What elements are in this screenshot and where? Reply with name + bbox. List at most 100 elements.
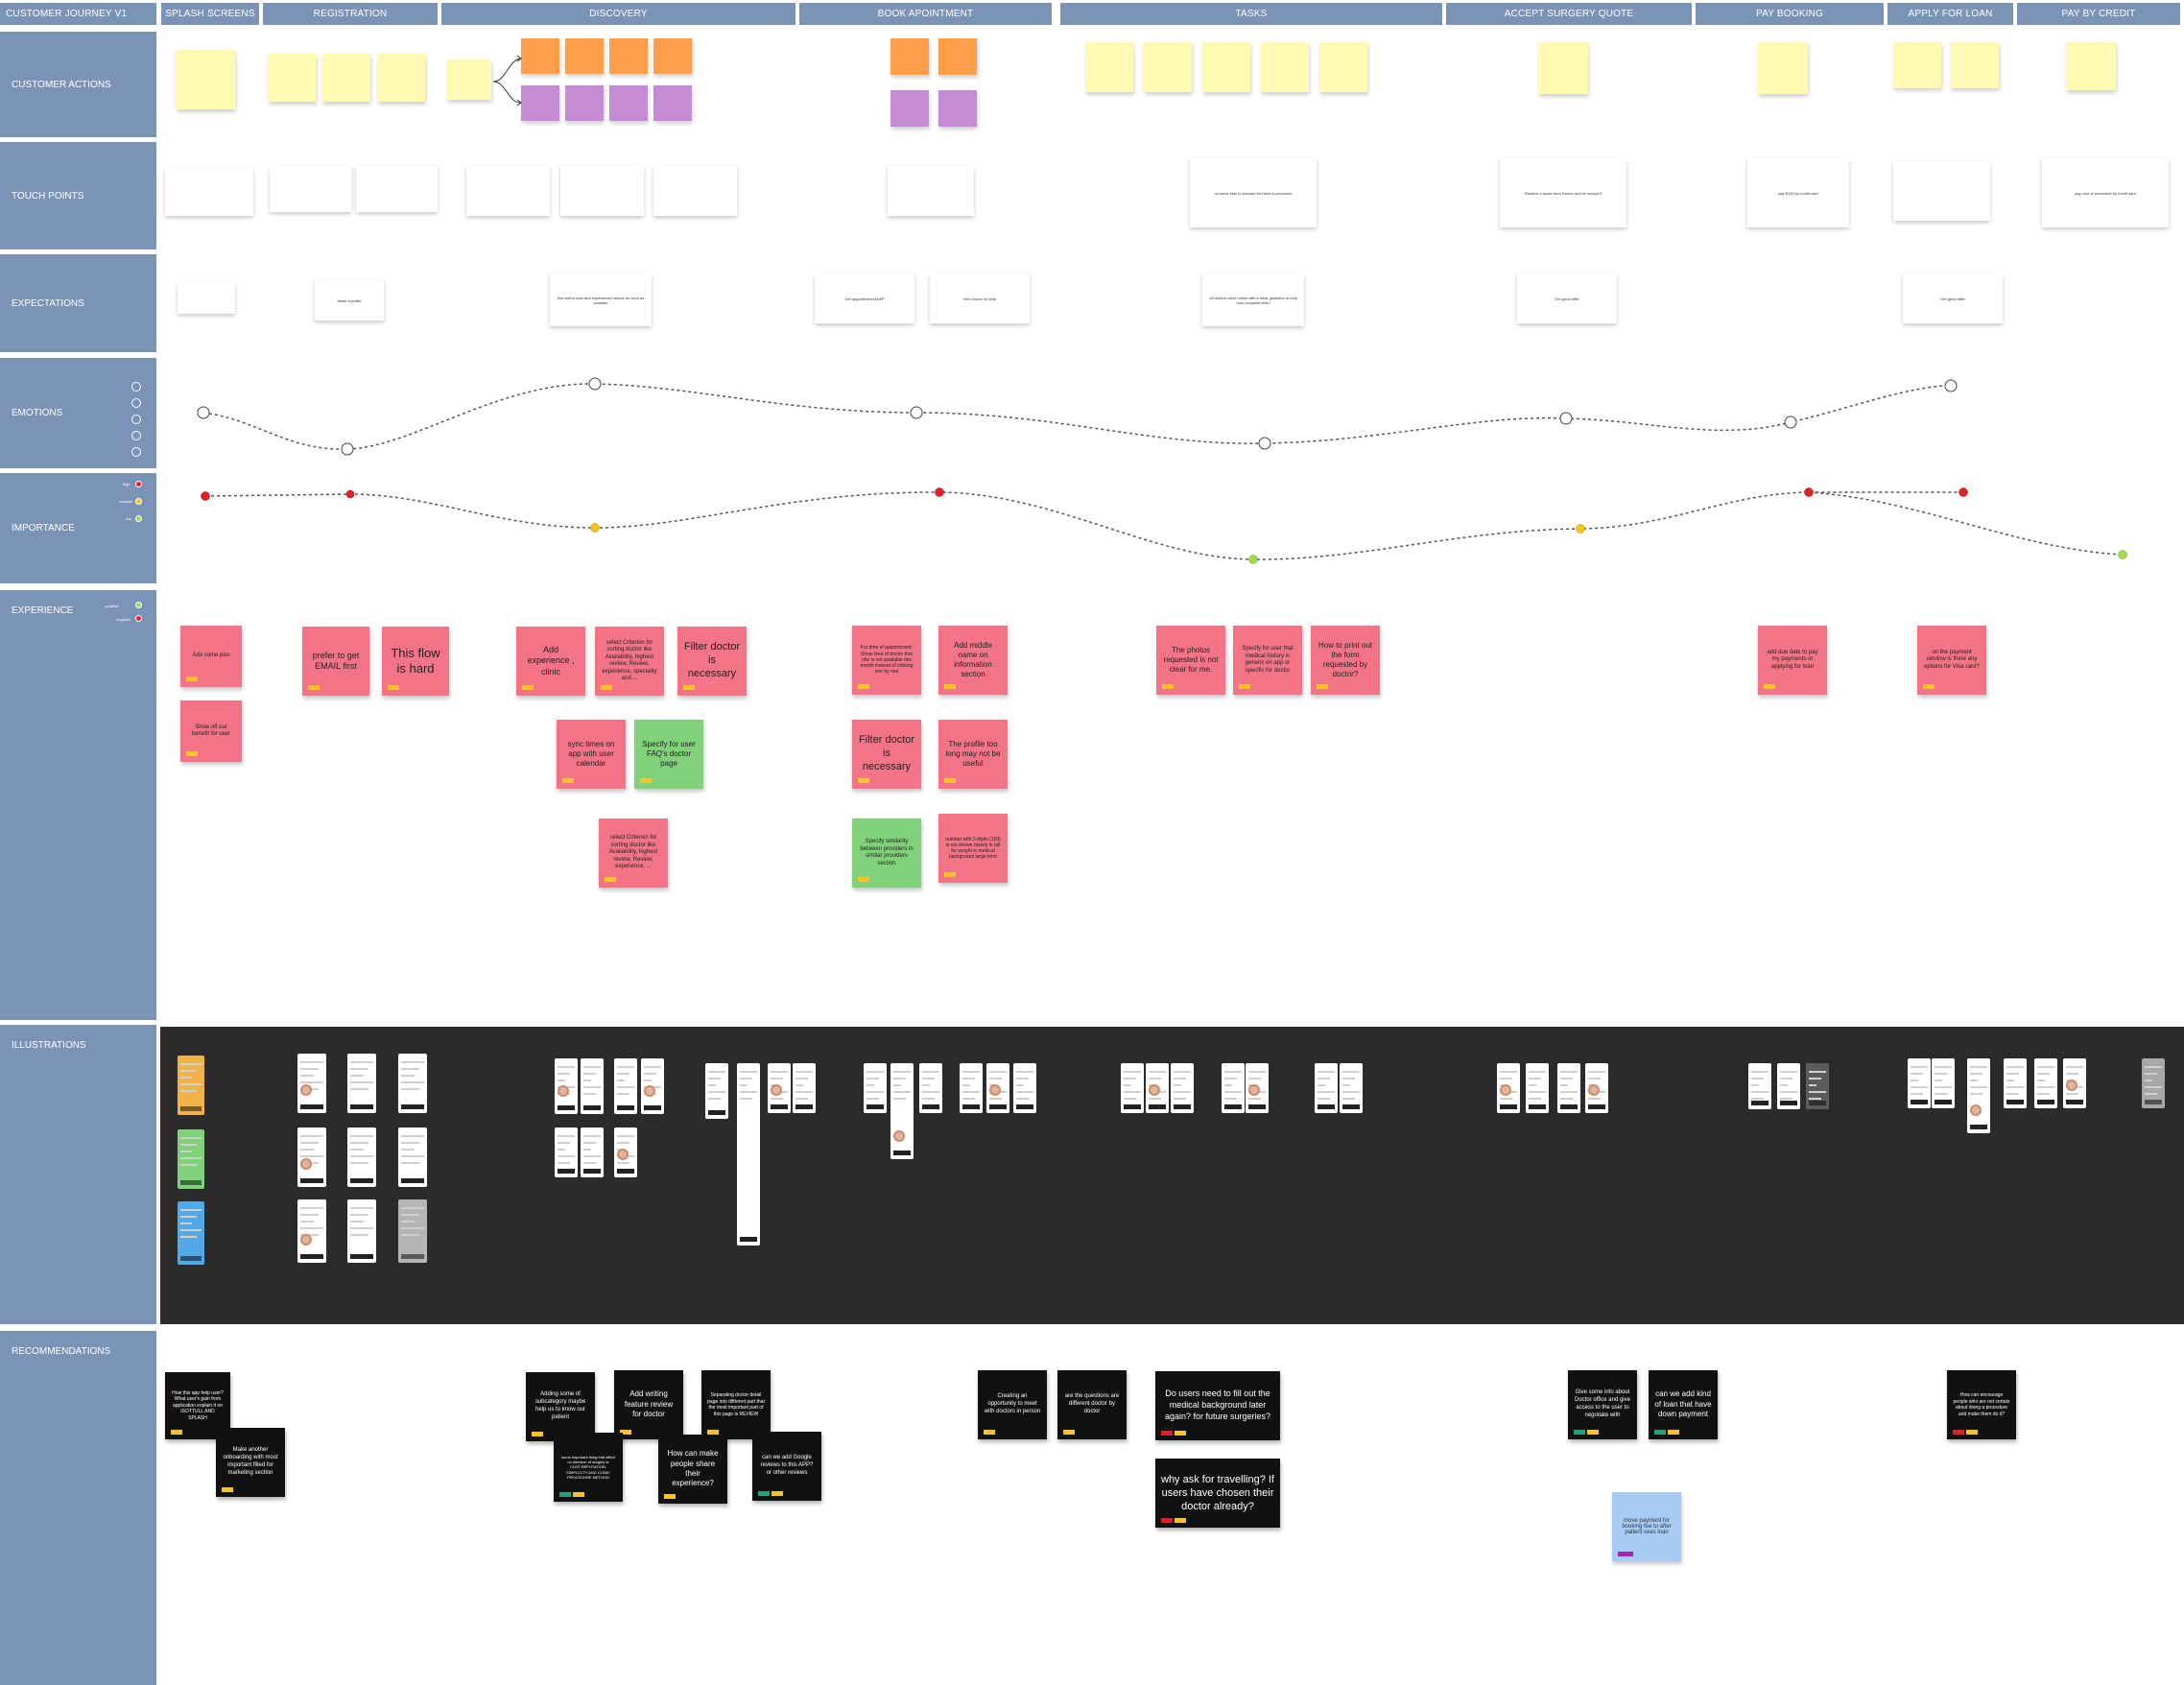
pain-point-sticky[interactable]: Show off our benefit for user xyxy=(180,700,242,762)
app-screenshot-thumbnail[interactable] xyxy=(1908,1058,1931,1108)
action-sticky[interactable] xyxy=(1261,42,1309,92)
recommendation-sticky[interactable]: can we add Google reviews to this APP? o… xyxy=(752,1432,821,1501)
action-sticky[interactable] xyxy=(609,38,648,74)
app-screenshot-thumbnail[interactable] xyxy=(178,1201,204,1265)
pain-point-sticky[interactable]: Filter doctor is necessary xyxy=(677,627,747,696)
app-screenshot-thumbnail[interactable] xyxy=(347,1054,376,1113)
app-screenshot-thumbnail[interactable] xyxy=(398,1199,427,1263)
app-screenshot-thumbnail[interactable] xyxy=(768,1063,791,1113)
app-screenshot-thumbnail[interactable] xyxy=(614,1127,637,1177)
recommendation-sticky-blue[interactable]: move payment for booking fee to after pa… xyxy=(1612,1492,1681,1561)
action-sticky[interactable] xyxy=(176,50,235,109)
action-sticky[interactable] xyxy=(565,38,604,74)
touch-point-pay-credit[interactable]: pay cost of procedure by credit card xyxy=(2042,158,2169,227)
expectation-discovery[interactable]: find well-known and experienced doctor a… xyxy=(550,273,652,326)
app-screenshot-thumbnail[interactable] xyxy=(1748,1063,1771,1109)
pain-point-sticky[interactable]: Add some pics xyxy=(180,626,242,687)
app-screenshot-thumbnail[interactable] xyxy=(1497,1063,1520,1113)
touch-point-card[interactable] xyxy=(270,166,351,212)
action-sticky[interactable] xyxy=(653,85,692,121)
app-screenshot-thumbnail[interactable] xyxy=(1932,1058,1955,1108)
recommendation-sticky[interactable]: Give some info about Doctor office and g… xyxy=(1568,1370,1637,1439)
app-screenshot-thumbnail[interactable] xyxy=(614,1058,637,1114)
pain-point-sticky[interactable]: prefer to get EMAIL first xyxy=(302,627,369,696)
recommendation-sticky[interactable]: How can encourage people who are not cer… xyxy=(1947,1370,2016,1439)
recommendation-sticky[interactable]: are the questions are different doctor b… xyxy=(1057,1370,1127,1439)
action-sticky[interactable] xyxy=(653,38,692,74)
pain-point-sticky[interactable]: select Criterion for sorting doctor like… xyxy=(595,627,664,696)
recommendation-sticky[interactable]: Add writing feature review for doctor xyxy=(614,1370,683,1439)
app-screenshot-thumbnail[interactable] xyxy=(297,1054,326,1113)
action-sticky[interactable] xyxy=(890,38,929,75)
pain-point-sticky[interactable]: Add middle name on information section xyxy=(938,626,1008,695)
action-sticky[interactable] xyxy=(521,85,559,121)
action-sticky[interactable] xyxy=(1893,42,1941,88)
app-screenshot-thumbnail[interactable] xyxy=(960,1063,983,1113)
pain-point-sticky[interactable]: number with 3 digits (150) is not shown … xyxy=(938,814,1008,883)
action-sticky[interactable] xyxy=(1758,42,1808,94)
app-screenshot-thumbnail[interactable] xyxy=(1222,1063,1245,1113)
app-screenshot-thumbnail[interactable] xyxy=(297,1127,326,1187)
app-screenshot-thumbnail[interactable] xyxy=(1777,1063,1800,1109)
expectation-card[interactable] xyxy=(178,283,235,314)
touch-point-card[interactable] xyxy=(653,166,737,216)
action-sticky[interactable] xyxy=(447,59,491,100)
app-screenshot-thumbnail[interactable] xyxy=(1585,1063,1608,1113)
app-screenshot-thumbnail[interactable] xyxy=(737,1063,760,1246)
app-screenshot-thumbnail[interactable] xyxy=(1526,1063,1549,1113)
app-screenshot-thumbnail[interactable] xyxy=(555,1127,578,1177)
app-screenshot-thumbnail[interactable] xyxy=(398,1127,427,1187)
action-sticky[interactable] xyxy=(1144,42,1192,92)
recommendation-sticky[interactable]: Adding some of subcategory maybe help us… xyxy=(526,1372,595,1441)
action-sticky[interactable] xyxy=(2066,42,2116,90)
touch-point-card[interactable] xyxy=(560,166,644,216)
pain-point-sticky[interactable]: Filter doctor is necessary xyxy=(852,720,921,789)
touch-point-card[interactable] xyxy=(165,168,253,216)
app-screenshot-thumbnail[interactable] xyxy=(555,1058,578,1114)
action-sticky[interactable] xyxy=(1202,42,1250,92)
app-screenshot-thumbnail[interactable] xyxy=(2142,1058,2165,1108)
touch-point-card[interactable] xyxy=(888,166,974,216)
app-screenshot-thumbnail[interactable] xyxy=(986,1063,1009,1113)
app-screenshot-thumbnail[interactable] xyxy=(1967,1058,1990,1133)
pain-point-sticky[interactable]: sync times on app with user calendar xyxy=(557,720,626,789)
app-screenshot-thumbnail[interactable] xyxy=(1340,1063,1363,1113)
recommendation-sticky[interactable]: Creating an opportunity to meet with doc… xyxy=(978,1370,1047,1439)
app-screenshot-thumbnail[interactable] xyxy=(705,1063,728,1119)
pain-point-sticky[interactable]: This flow is hard xyxy=(382,627,449,696)
touch-point-pay-booking[interactable]: pay $100 by credit card xyxy=(1747,158,1849,227)
positive-sticky[interactable]: Specify similarity between providers in … xyxy=(852,819,921,888)
app-screenshot-thumbnail[interactable] xyxy=(581,1058,604,1114)
action-sticky[interactable] xyxy=(1319,42,1367,92)
action-sticky[interactable] xyxy=(322,54,370,102)
expectation-book-1[interactable]: Get appointment ASAP xyxy=(815,273,914,323)
app-screenshot-thumbnail[interactable] xyxy=(1121,1063,1144,1113)
action-sticky[interactable] xyxy=(1085,42,1133,92)
touch-point-tasks[interactable]: do some task to prepare for have a proce… xyxy=(1190,158,1317,227)
app-screenshot-thumbnail[interactable] xyxy=(890,1063,914,1159)
app-screenshot-thumbnail[interactable] xyxy=(864,1063,887,1113)
pain-point-sticky[interactable]: on the payment window is there any optio… xyxy=(1917,626,1986,695)
app-screenshot-thumbnail[interactable] xyxy=(2034,1058,2057,1108)
recommendation-sticky[interactable]: Make another onboarding with most import… xyxy=(216,1428,285,1497)
action-sticky[interactable] xyxy=(938,90,977,127)
action-sticky[interactable] xyxy=(890,90,929,127)
app-screenshot-thumbnail[interactable] xyxy=(641,1058,664,1114)
touch-point-card[interactable] xyxy=(466,166,550,216)
expectation-loan[interactable]: Get good offer xyxy=(1903,273,2003,323)
positive-sticky[interactable]: Specify for user FAQ's doctor page xyxy=(634,720,703,789)
app-screenshot-thumbnail[interactable] xyxy=(1171,1063,1194,1113)
app-screenshot-thumbnail[interactable] xyxy=(1146,1063,1169,1113)
action-sticky[interactable] xyxy=(938,38,977,75)
recommendation-sticky[interactable]: How can make people share their experien… xyxy=(658,1435,727,1504)
expectation-register[interactable]: Make a profile xyxy=(315,280,384,320)
app-screenshot-thumbnail[interactable] xyxy=(581,1127,604,1177)
app-screenshot-thumbnail[interactable] xyxy=(919,1063,942,1113)
pain-point-sticky[interactable]: For time of appointment: Show time of do… xyxy=(852,626,921,695)
action-sticky[interactable] xyxy=(609,85,648,121)
action-sticky[interactable] xyxy=(1951,42,1999,88)
app-screenshot-thumbnail[interactable] xyxy=(2004,1058,2027,1108)
touch-point-card[interactable] xyxy=(356,166,438,212)
action-sticky[interactable] xyxy=(268,54,316,102)
pain-point-sticky[interactable]: The photos requested is not clear for me… xyxy=(1156,626,1225,695)
